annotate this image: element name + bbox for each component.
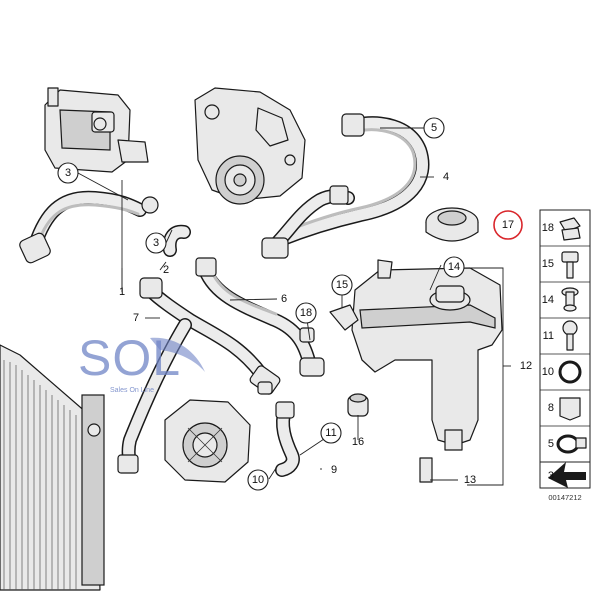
hose-1 [19, 190, 159, 264]
callout-circle [145, 232, 167, 254]
legend-icon-11 [562, 320, 578, 351]
callout-3: 3 [145, 232, 167, 254]
callout-5: 5 [423, 117, 445, 139]
expansion-tank [329, 259, 503, 483]
callout-number: 9 [331, 464, 337, 476]
watermark-tagline: Sales On Line [110, 387, 154, 394]
direction-arrow-icon [539, 461, 591, 489]
hose-9 [275, 401, 300, 477]
callout-number: 2 [163, 264, 169, 276]
callout-number: 12 [520, 360, 532, 372]
callout-circle [57, 162, 79, 184]
small-parts-legend [539, 209, 591, 489]
callout-number: 7 [133, 312, 139, 324]
callout-circle [295, 302, 317, 324]
hose-6 [195, 257, 325, 377]
legend-number-8: 8 [548, 402, 554, 414]
legend-number-14: 14 [542, 294, 554, 306]
callout-number: 1 [119, 286, 125, 298]
callout-number: 5 [431, 122, 437, 134]
callout-16: 16 [352, 436, 364, 448]
legend-label-layer: 18 15 14 11 10 8 5 3 [542, 222, 554, 482]
reference-number: 00147212 [548, 493, 581, 502]
callout-circle [443, 256, 465, 278]
callout-circle [423, 117, 445, 139]
hose-2 [162, 224, 191, 257]
legend-icon-8 [559, 397, 581, 421]
legend-icon-5 [556, 434, 587, 454]
callout-1: 1 [119, 286, 125, 298]
callout-circle [320, 422, 342, 444]
clamp-pieces [257, 327, 315, 395]
expansion-tank-cap [425, 207, 479, 242]
legend-number-5: 5 [548, 438, 554, 450]
watermark-letters: SOL [78, 330, 181, 386]
callout-circle [331, 274, 353, 296]
callout-number: 11 [325, 427, 336, 439]
legend-number-11: 11 [543, 330, 554, 342]
callout-6: 6 [281, 293, 287, 305]
sol-watermark: SOL Sales On Line [78, 330, 205, 394]
callout-10: 10 [247, 469, 269, 491]
legend-icon-18 [559, 217, 581, 241]
callout-number: 6 [281, 293, 287, 305]
highlight-circle [493, 210, 523, 240]
callout-13: 13 [464, 474, 476, 486]
radiator [0, 344, 105, 591]
electric-pump [164, 399, 251, 483]
callout-7: 7 [133, 312, 139, 324]
callout-number: 3 [65, 167, 71, 179]
legend-number-15: 15 [542, 258, 554, 270]
legend-icon-15 [561, 251, 579, 279]
callout-14: 14 [443, 256, 465, 278]
callout-number: 4 [443, 171, 449, 183]
callout-number: 14 [448, 261, 460, 273]
callout-15: 15 [331, 274, 353, 296]
callout-number: 17 [502, 219, 514, 231]
callout-number: 13 [464, 474, 476, 486]
rubber-grommet [347, 393, 369, 417]
thermostat-housing [44, 87, 149, 173]
callout-4: 4 [443, 171, 449, 183]
legend-icon-14 [561, 287, 579, 312]
legend-number-18: 18 [542, 222, 554, 234]
water-pump [194, 87, 306, 205]
callout-circle [247, 469, 269, 491]
watermark-swoosh-icon [150, 337, 205, 372]
legend-icon-10 [558, 360, 582, 384]
callout-number: 16 [352, 436, 364, 448]
callout-12: 12 [520, 360, 532, 372]
legend-number-10: 10 [542, 366, 554, 378]
callout-17: 17 [502, 219, 514, 231]
callout-number: 10 [252, 474, 264, 486]
callout-11: 11 [320, 422, 342, 444]
callout-9: 9 [331, 464, 337, 476]
hose-4 [261, 113, 430, 259]
callout-18: 18 [295, 302, 317, 324]
callout-number: 18 [300, 307, 312, 319]
callout-number: 15 [336, 279, 348, 291]
callout-2: 2 [163, 264, 169, 276]
legend-number-3: 3 [548, 470, 554, 482]
callout-3: 3 [57, 162, 79, 184]
callout-number: 3 [153, 237, 159, 249]
